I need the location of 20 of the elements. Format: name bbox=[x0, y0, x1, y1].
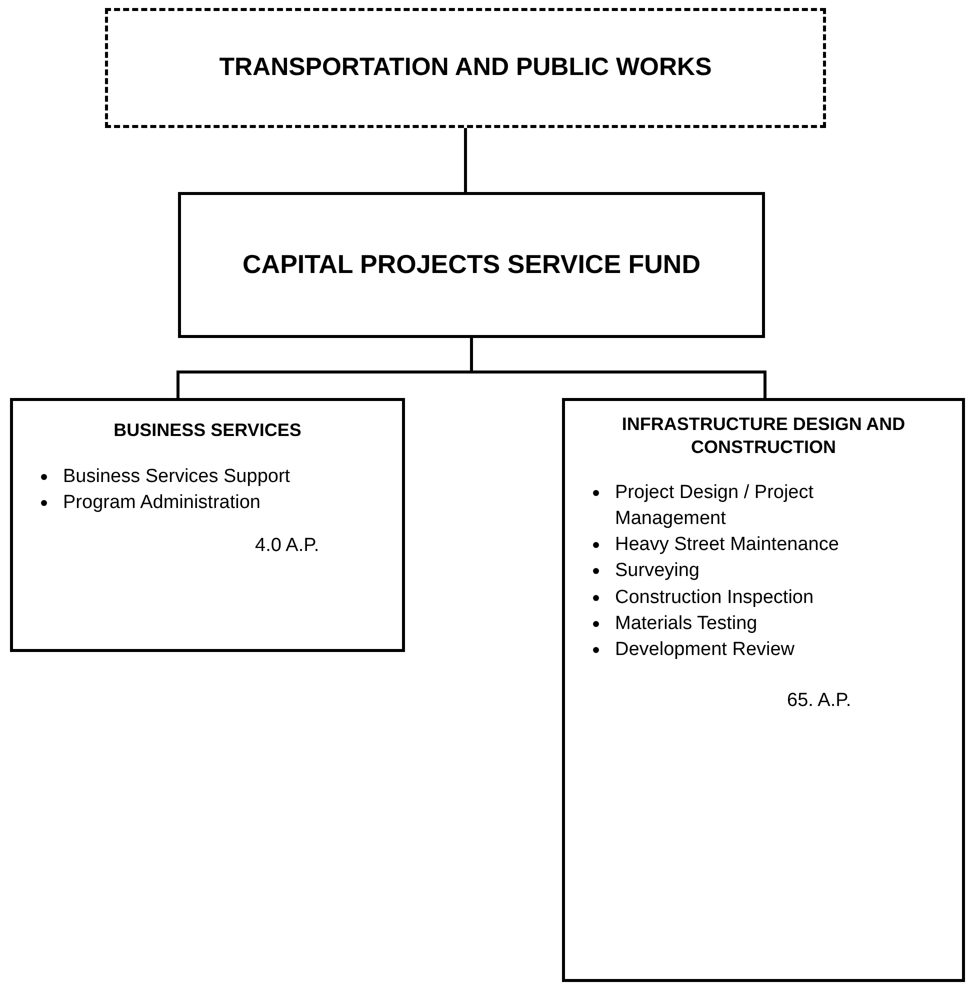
bullet-item: Surveying bbox=[615, 559, 700, 584]
bullet-item: Heavy Street Maintenance bbox=[615, 533, 839, 558]
box-heading: BUSINESS SERVICES bbox=[112, 419, 302, 442]
connector-line bbox=[470, 338, 766, 398]
bullet-item: Construction Inspection bbox=[615, 586, 814, 610]
box-heading: INFRASTRUCTURE DESIGN AND CONSTRUCTION bbox=[620, 413, 906, 460]
bullet-item: Development Review bbox=[615, 638, 795, 662]
department-box bbox=[105, 8, 826, 128]
division-box bbox=[562, 398, 965, 982]
bullet-item: Business Services Support bbox=[63, 465, 290, 489]
bullet-item: Program Administration bbox=[63, 491, 260, 516]
box-title: CAPITAL PROJECTS SERVICE FUND bbox=[242, 248, 700, 282]
staffing-count: 65. A.P. bbox=[787, 689, 852, 714]
connector-line bbox=[464, 128, 467, 192]
fund-box bbox=[178, 192, 765, 338]
division-box bbox=[10, 398, 405, 652]
box-title: TRANSPORTATION AND PUBLIC WORKS bbox=[219, 52, 712, 84]
bullet-item: Project Design / Project Management bbox=[615, 480, 815, 531]
staffing-count: 4.0 A.P. bbox=[255, 534, 320, 558]
bullet-item: Materials Testing bbox=[615, 612, 758, 636]
